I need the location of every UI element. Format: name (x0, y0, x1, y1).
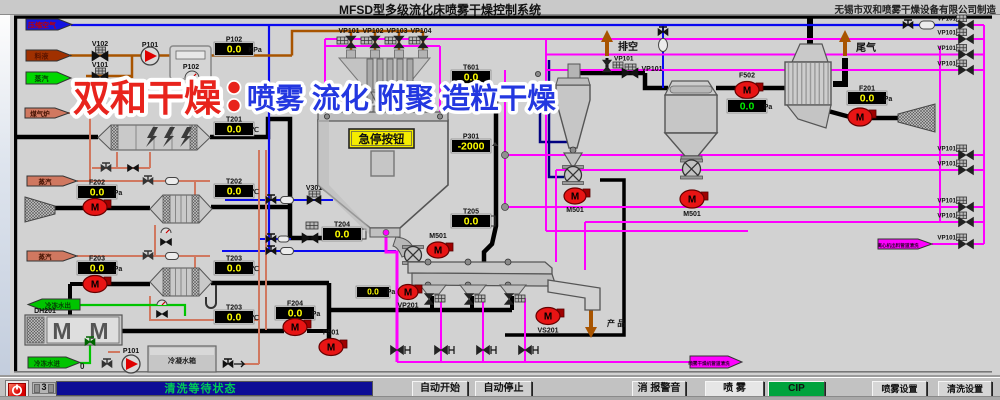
svg-text:VP101: VP101 (937, 30, 956, 37)
svg-text:M: M (434, 246, 442, 257)
svg-text:T203: T203 (226, 256, 242, 263)
svg-text:M: M (291, 323, 299, 334)
svg-text:尾气: 尾气 (856, 41, 876, 54)
svg-text:VP101: VP101 (937, 198, 956, 205)
svg-text:P301: P301 (463, 134, 479, 141)
svg-text:0.0: 0.0 (227, 263, 242, 275)
svg-text:P102: P102 (183, 64, 199, 71)
svg-text:M501: M501 (566, 207, 584, 214)
svg-text:冷凝水箱: 冷凝水箱 (168, 356, 196, 365)
svg-text:0.0: 0.0 (740, 101, 755, 113)
svg-text:M: M (544, 312, 552, 323)
svg-text:料液: 料液 (35, 51, 50, 60)
svg-text:喷雾干燥机管道清洗: 喷雾干燥机管道清洗 (688, 360, 730, 367)
svg-text:Pa: Pa (114, 190, 123, 197)
svg-text:T205: T205 (463, 209, 479, 216)
svg-text:0.0: 0.0 (227, 312, 242, 324)
svg-text:T204: T204 (334, 222, 350, 229)
svg-text:M: M (91, 203, 99, 214)
svg-text:F203: F203 (89, 256, 105, 263)
svg-text:VP101: VP101 (937, 61, 956, 68)
svg-text:0.0: 0.0 (227, 44, 242, 56)
svg-text:P101: P101 (142, 42, 158, 49)
svg-text:M: M (52, 318, 71, 344)
svg-text:Pa: Pa (884, 96, 893, 103)
svg-text:VP102: VP102 (362, 28, 383, 35)
svg-text:VP101: VP101 (614, 56, 634, 63)
svg-text:T203: T203 (226, 305, 242, 312)
svg-text:T601: T601 (463, 65, 479, 72)
svg-text:P501: P501 (323, 330, 339, 337)
svg-text:-2000: -2000 (458, 141, 485, 153)
svg-text:煤气炉: 煤气炉 (30, 109, 50, 118)
svg-text:F202: F202 (89, 180, 105, 187)
svg-text:VP101: VP101 (937, 45, 956, 52)
svg-text:0.0: 0.0 (227, 186, 242, 198)
svg-text:F201: F201 (859, 86, 875, 93)
svg-text:M: M (743, 86, 751, 97)
svg-text:冷冻水出: 冷冻水出 (45, 300, 71, 309)
svg-text:F204: F204 (287, 301, 303, 308)
svg-text:0.0: 0.0 (90, 263, 105, 275)
svg-text:蒸汽: 蒸汽 (35, 74, 49, 83)
svg-text:M: M (856, 113, 864, 124)
svg-text:M: M (89, 318, 108, 344)
svg-text:M: M (571, 192, 579, 203)
svg-text:Pa: Pa (387, 289, 396, 296)
svg-text:VP103: VP103 (386, 28, 407, 35)
svg-text:喷雾 流化 附聚 造粒干燥: 喷雾 流化 附聚 造粒干燥 (247, 83, 556, 115)
svg-text:0: 0 (80, 362, 85, 371)
svg-text:DH201: DH201 (34, 308, 56, 315)
svg-text:0.0: 0.0 (367, 287, 379, 297)
svg-text:M501: M501 (683, 211, 701, 218)
svg-text:0.0: 0.0 (227, 124, 242, 136)
svg-text:℃: ℃ (251, 314, 259, 322)
svg-text:℃: ℃ (251, 265, 259, 273)
svg-text:KPa: KPa (248, 47, 262, 54)
svg-text:VP101: VP101 (937, 235, 956, 242)
svg-text:产 品: 产 品 (607, 318, 625, 328)
svg-text:P102: P102 (226, 37, 242, 44)
svg-text:Pa: Pa (764, 104, 773, 111)
svg-text:VP101: VP101 (937, 213, 956, 220)
svg-text:M501: M501 (429, 233, 447, 240)
svg-text:V301: V301 (306, 185, 322, 192)
svg-text:M: M (688, 195, 696, 206)
svg-text:0.0: 0.0 (90, 187, 105, 199)
svg-text:VP101: VP101 (937, 16, 956, 23)
svg-text:F502: F502 (739, 73, 755, 80)
svg-text:VP101: VP101 (937, 146, 956, 153)
svg-text:0.0: 0.0 (288, 308, 303, 320)
svg-text:T201: T201 (226, 117, 242, 124)
svg-text:M: M (327, 343, 335, 354)
svg-text:双和干燥: 双和干燥 (73, 78, 222, 119)
svg-text:M: M (404, 288, 412, 299)
svg-text:急停按钮: 急停按钮 (359, 132, 405, 146)
svg-text:VP104: VP104 (410, 28, 431, 35)
svg-text:VS201: VS201 (537, 328, 558, 335)
svg-text:排空: 排空 (618, 40, 638, 53)
svg-text:V101: V101 (92, 62, 108, 69)
svg-text:M: M (91, 280, 99, 291)
svg-text:蒸汽: 蒸汽 (39, 252, 53, 261)
svg-text:V102: V102 (92, 41, 108, 48)
svg-text:VP101: VP101 (338, 28, 359, 35)
svg-text:0.0: 0.0 (464, 72, 479, 84)
svg-text:VP101: VP101 (937, 161, 956, 168)
svg-text:0.0: 0.0 (335, 229, 350, 241)
svg-text:离心机出料管道清洗: 离心机出料管道清洗 (877, 242, 919, 249)
svg-text:P101: P101 (123, 348, 139, 355)
svg-text:0.0: 0.0 (860, 93, 875, 105)
svg-text:Pa: Pa (114, 266, 123, 273)
svg-text:压缩空气: 压缩空气 (28, 20, 56, 29)
svg-text:VP101: VP101 (641, 66, 662, 73)
svg-text:VP201: VP201 (397, 303, 418, 310)
svg-text:Pa: Pa (312, 311, 321, 318)
svg-text:℃: ℃ (251, 126, 259, 134)
svg-text:冷冻水进: 冷冻水进 (34, 358, 61, 367)
svg-text:蒸汽: 蒸汽 (39, 177, 53, 186)
svg-text:T202: T202 (226, 179, 242, 186)
svg-text:℃: ℃ (251, 188, 259, 196)
svg-text:0.0: 0.0 (464, 216, 479, 228)
